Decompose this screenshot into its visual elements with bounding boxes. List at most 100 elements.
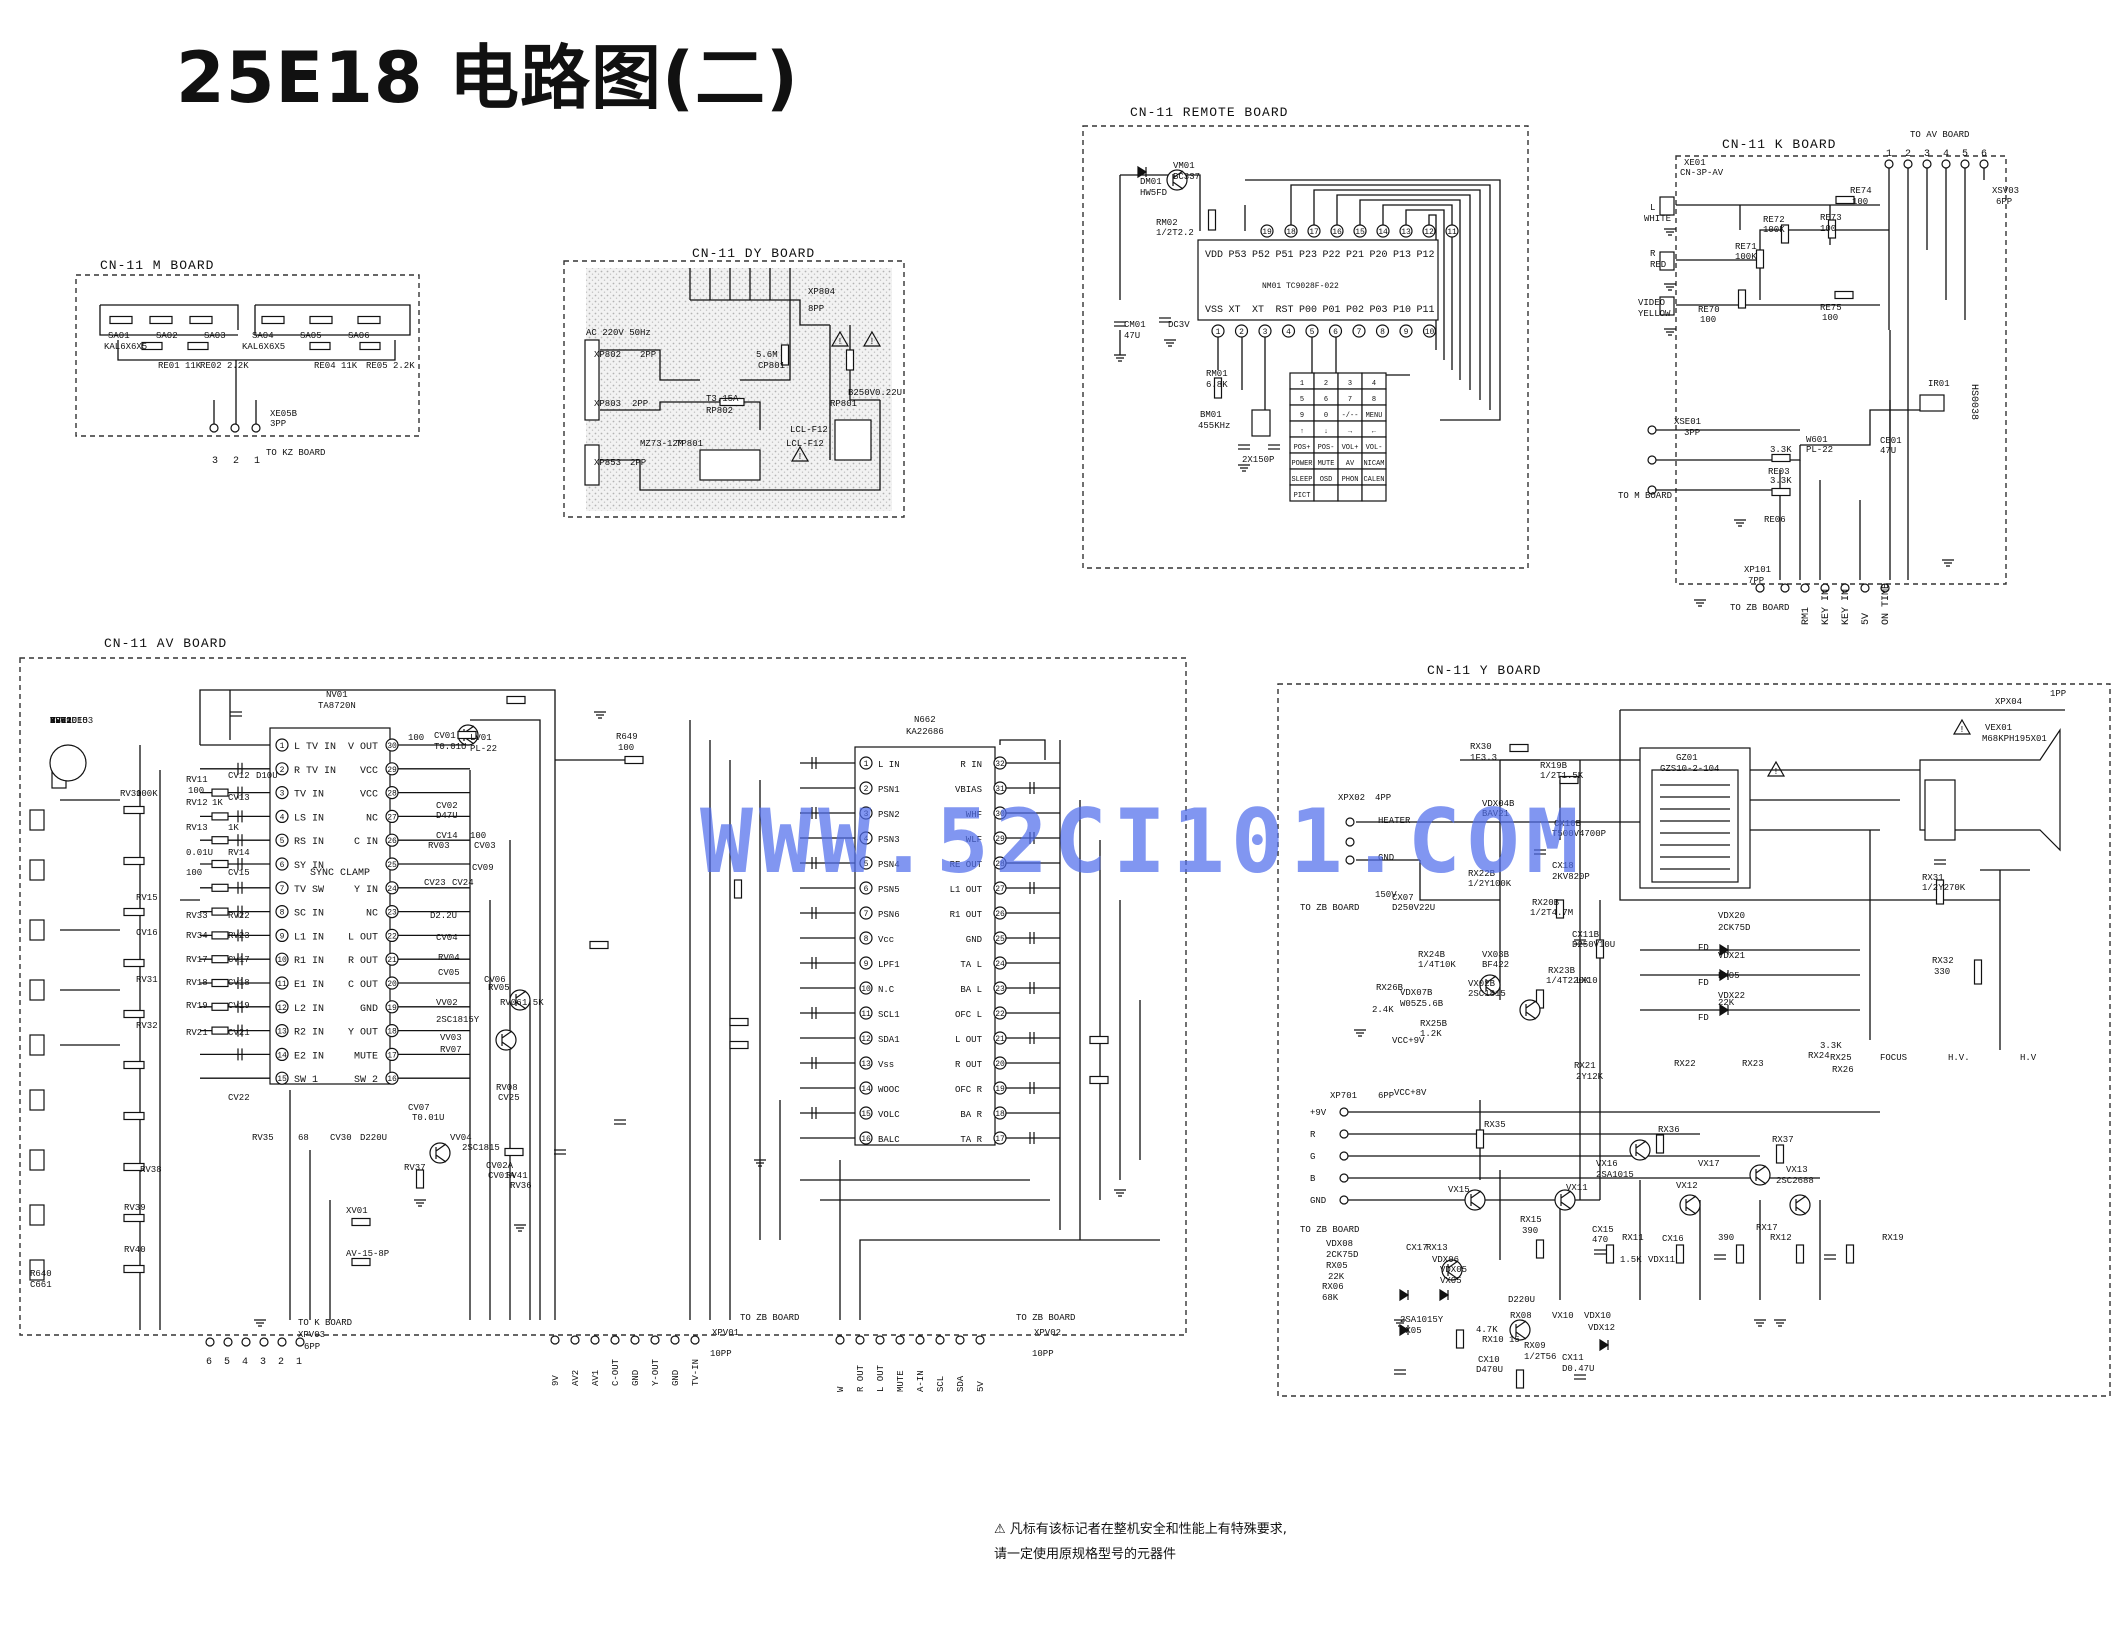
pin-number: 3 [1263, 328, 1268, 337]
connector-pin [610, 1335, 620, 1345]
ground-symbol [1664, 283, 1676, 291]
pin-circle [1353, 224, 1367, 238]
m-connector-pins: 3PP [270, 419, 286, 429]
y-rgb-label: B [1310, 1174, 1316, 1184]
k-jack-label: L [1650, 203, 1655, 213]
pin-circle [993, 956, 1007, 970]
resistor [729, 1017, 749, 1027]
av-xpv03-pin: 4 [242, 1357, 248, 1368]
av-part: RV02 [50, 716, 72, 726]
y-part: 2SA1015 [1596, 1170, 1634, 1180]
wire [1348, 1111, 1880, 1201]
resistor [1555, 899, 1565, 919]
wire [1619, 709, 2065, 1040]
av-part: R649 [616, 732, 638, 742]
pin-number: 14 [277, 1051, 287, 1060]
connector-pin [1345, 837, 1355, 847]
k-top-pin: 4 [1943, 149, 1949, 160]
y-part: RX05 [1718, 971, 1740, 981]
y-gnd: GND [1378, 853, 1394, 863]
y-part: RX22B [1468, 869, 1496, 879]
y-part: 1/2T1.5K [1540, 771, 1584, 781]
ground-symbol [1114, 354, 1126, 362]
pin-number: 6 [280, 861, 285, 870]
warning-triangle [862, 330, 882, 347]
pin-number: 1 [864, 760, 869, 769]
connector-pin [1941, 159, 1951, 169]
y-part: 68K [1322, 1293, 1339, 1303]
transistor [509, 989, 531, 1011]
dy-part: T3.15A [706, 394, 739, 404]
ground-symbol [1164, 339, 1176, 347]
resistor [1089, 1075, 1109, 1085]
n662-left-pin-label: PSN2 [878, 810, 900, 820]
resistor [1775, 1144, 1785, 1164]
av-jack-socket [29, 1259, 45, 1281]
transistor-leads [1755, 1165, 1767, 1185]
k-part: RE73 [1820, 213, 1842, 223]
pin-circle [275, 904, 289, 919]
pin-circle [385, 881, 399, 895]
k-part: PL-22 [1806, 445, 1833, 455]
y-part: RX19 [1882, 1233, 1904, 1243]
pin-number: 28 [995, 860, 1005, 869]
dy-part: 2PP [632, 399, 648, 409]
y-part: RX08 [1510, 1311, 1532, 1321]
av-part: 100 [188, 786, 204, 796]
av-part: 100 [186, 868, 202, 878]
pin-circle [385, 762, 399, 776]
y-part: D0.47U [1562, 1364, 1594, 1374]
remote-ic-top-label: P51 [1276, 250, 1294, 261]
y-part: D470U [1476, 1365, 1503, 1375]
pin-circle [275, 738, 289, 752]
remote-part: 6.8K [1206, 380, 1228, 390]
y-part: 2Y12K [1576, 1072, 1604, 1082]
keypad-key: PHON [1342, 476, 1359, 484]
connector-pin [1339, 1129, 1349, 1139]
pin-circle [275, 833, 289, 847]
resistor [1935, 879, 1945, 905]
pin-number: 12 [1424, 228, 1434, 237]
resistor [123, 1162, 145, 1172]
av-jack-socket [29, 919, 45, 941]
pin-circle [1375, 324, 1390, 338]
remote-part: RM02 [1156, 218, 1178, 228]
k-jack-label: R [1650, 249, 1656, 259]
connector-pin [1647, 425, 1657, 435]
y-part: VDX07B [1400, 988, 1433, 998]
y-connector: XPX04 [1995, 697, 2022, 707]
av-part: CV10 [50, 716, 72, 726]
y-part: CX18 [1552, 861, 1574, 871]
nv01-right-pin-label: VCC [360, 790, 378, 801]
connector-pin [209, 423, 219, 433]
nv01-right-pin-label: R OUT [348, 956, 378, 967]
k-part: RE75 [1820, 303, 1842, 313]
n662-left-pin-label: PSN3 [878, 835, 900, 845]
y-part: RX23 [1742, 1059, 1764, 1069]
pin-number: 27 [387, 813, 397, 822]
y-part: RX23B [1548, 966, 1576, 976]
resistor [506, 695, 526, 705]
dy-part: 2PP [630, 458, 646, 468]
y-part: RX15 [1520, 1215, 1542, 1225]
resistor [1973, 959, 1983, 985]
transformer [834, 419, 872, 461]
pin-number: 6 [864, 885, 869, 894]
y-board-frame [1277, 683, 2111, 1397]
pin-circle [993, 756, 1007, 770]
k-part: HS0038 [1968, 384, 1979, 420]
y-part: 1/2Y100K [1468, 879, 1512, 889]
keypad-cell [1313, 484, 1339, 502]
pin-circle [993, 831, 1007, 845]
resistor [1605, 1244, 1615, 1264]
av-jack [1659, 196, 1675, 216]
y-rgb-label: GND [1310, 1196, 1326, 1206]
keypad-key: 0 [1324, 412, 1328, 420]
connector-pin [835, 1335, 845, 1345]
pin-circle [859, 956, 873, 970]
connector-block [584, 339, 600, 421]
nv01-right-pin-label: VCC [360, 766, 378, 777]
connector-pin [975, 1335, 985, 1345]
resistor [211, 907, 229, 916]
